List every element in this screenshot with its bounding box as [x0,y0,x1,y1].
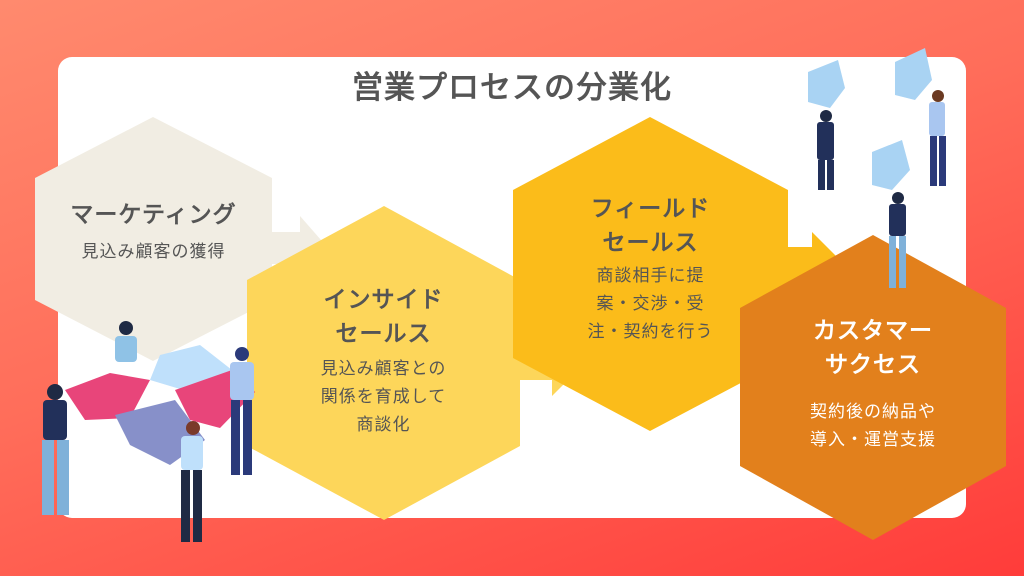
step-heading-line-2: セールス [602,230,699,256]
hex-field-sales [513,117,788,431]
puzzle-piece-icon [895,48,932,100]
step-description-line-1: 商談相手に提 [596,266,705,286]
hex-marketing [35,117,272,361]
step-description: 見込み顧客の獲得 [81,242,226,262]
puzzle-piece-icon [872,140,910,190]
step-description-line-1: 契約後の納品や [810,402,936,422]
puzzle-piece-pink-left-icon [65,373,150,420]
step-description-line-3: 商談化 [356,415,411,435]
step-heading-line-1: フィールド [590,196,711,222]
team-puzzle-illustration [42,321,255,542]
step-marketing: マーケティング 見込み顧客の獲得 [35,198,272,266]
step-description-line-2: 導入・運営支援 [810,430,936,450]
step-customer-success: カスタマー サクセス 契約後の納品や 導入・運営支援 [740,314,1006,454]
step-field-sales: フィールド セールス 商談相手に提 案・交渉・受 注・契約を行う [513,192,788,346]
step-heading: マーケティング [70,202,237,228]
step-description-line-3: 注・契約を行う [587,322,714,342]
step-description-line-2: 関係を育成して [320,387,447,407]
step-heading-line-1: インサイド [323,287,444,313]
step-heading-line-2: サクセス [825,352,921,378]
people-holding-pieces-illustration [808,48,946,288]
puzzle-piece-icon [808,60,845,108]
page-title: 営業プロセスの分業化 [352,70,672,106]
step-heading-line-2: セールス [335,321,432,347]
step-description-line-2: 案・交渉・受 [596,294,705,314]
step-inside-sales: インサイド セールス 見込み顧客との 関係を育成して 商談化 [247,283,520,439]
step-description-line-1: 見込み顧客との [320,359,447,379]
step-heading-line-1: カスタマー [813,318,933,344]
hex-customer-success [740,235,1006,540]
hex-inside-sales [247,206,520,520]
